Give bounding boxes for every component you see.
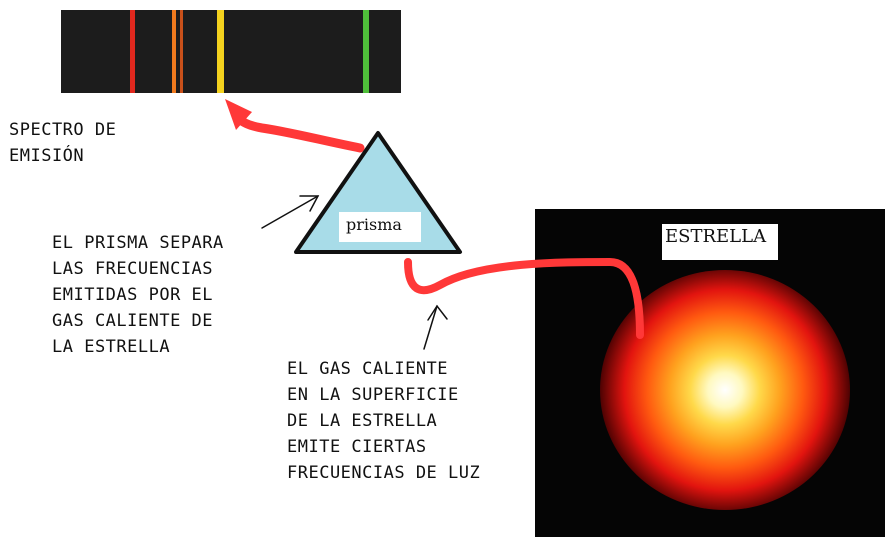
pointer-arrow-icon <box>261 195 448 350</box>
spectral-line-yellow <box>217 10 224 93</box>
spectrum-label: SPECTRO DE EMISIÓN <box>9 120 117 166</box>
star-label-background <box>662 224 778 260</box>
prism-explanation: EL PRISMA SEPARA LAS FRECUENCIAS EMITIDA… <box>52 233 224 357</box>
prism-label-background <box>339 212 421 242</box>
spectral-line-orange <box>172 10 176 93</box>
arrow-head-icon <box>225 99 252 130</box>
light-path-star-to-prism <box>404 257 644 339</box>
light-path-prism-to-spectrum <box>233 113 365 153</box>
emission-spectrum <box>61 10 401 93</box>
spectral-line-green <box>363 10 369 93</box>
star-label: ESTRELLA <box>665 226 767 247</box>
spectral-line-orange-2 <box>180 10 183 93</box>
spectrum-background <box>61 10 401 93</box>
prism-label: prisma <box>346 215 402 234</box>
spectral-line-red <box>130 10 135 93</box>
gas-explanation: EL GAS CALIENTE EN LA SUPERFICIE DE LA E… <box>287 359 481 483</box>
